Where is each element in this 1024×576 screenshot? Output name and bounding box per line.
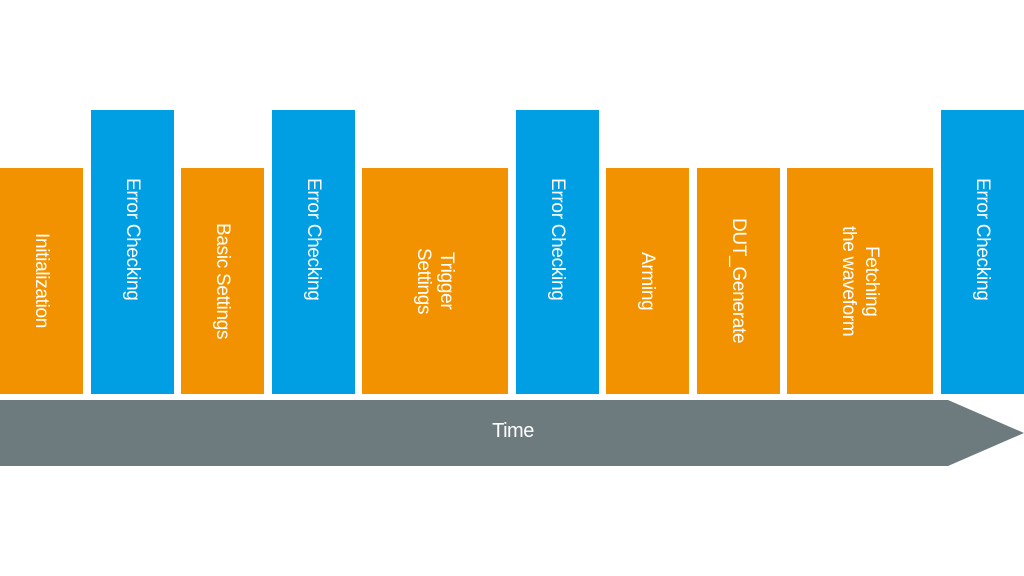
time-label: Time [492, 420, 534, 442]
step-trigger-settings: Trigger Settings [362, 168, 508, 394]
step-basic-settings: Basic Settings [181, 168, 264, 394]
step-error-checking-1: Error Checking [91, 110, 174, 394]
step-label: Basic Settings [212, 222, 233, 340]
step-error-checking-4: Error Checking [941, 110, 1024, 394]
step-label: Trigger Settings [413, 247, 457, 315]
step-error-checking-2: Error Checking [272, 110, 355, 394]
step-label: Error Checking [303, 178, 324, 301]
step-fetching-waveform: Fetching the waveform [787, 168, 933, 394]
step-arming: Arming [606, 168, 689, 394]
step-initialization: Initialization [0, 168, 83, 394]
step-label: Error Checking [547, 178, 568, 301]
step-label: Fetching the waveform [838, 225, 882, 337]
step-label: DUT_Generate [728, 218, 749, 344]
time-arrow-shape [0, 400, 1024, 466]
step-label: Error Checking [122, 178, 143, 301]
step-label: Error Checking [972, 178, 993, 301]
step-label: Initialization [31, 233, 52, 329]
time-arrow [0, 400, 1024, 466]
step-dut-generate: DUT_Generate [697, 168, 780, 394]
step-label: Arming [637, 251, 658, 311]
step-error-checking-3: Error Checking [516, 110, 599, 394]
